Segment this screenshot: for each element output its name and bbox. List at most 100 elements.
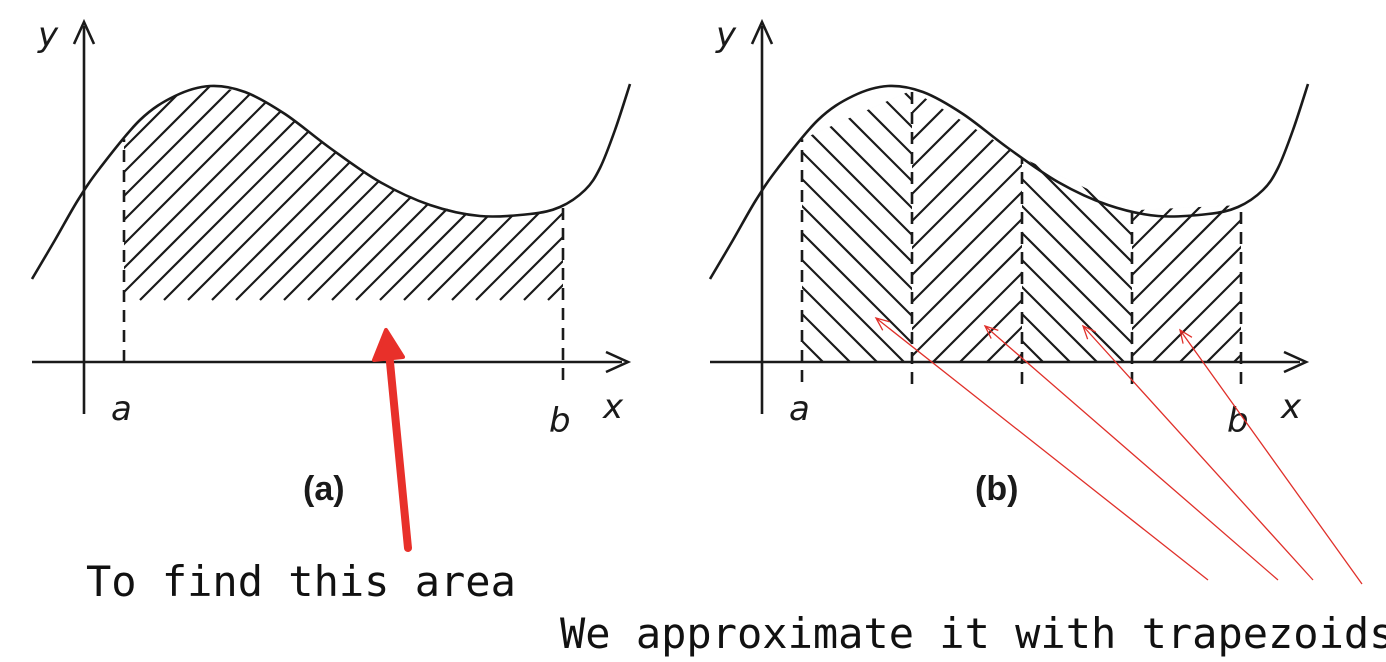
hatch-line xyxy=(668,0,968,300)
hatch-line xyxy=(0,62,229,362)
hatch-line xyxy=(802,90,851,362)
hatch-line xyxy=(1176,62,1386,362)
trapezoid-top xyxy=(911,90,1023,158)
hatch-line xyxy=(802,90,824,362)
panel-a-x-label: x xyxy=(602,387,624,427)
hatch-line xyxy=(366,62,666,362)
hatch-line xyxy=(10,62,310,362)
trapezoid-3 xyxy=(176,62,1386,362)
hatch-line xyxy=(226,62,526,362)
hatch-line xyxy=(1022,157,1132,362)
hatch-line xyxy=(689,62,989,362)
hatch-line xyxy=(559,62,859,362)
panel-a-y-arrowhead xyxy=(72,18,96,45)
hatch-line xyxy=(1337,62,1386,362)
hatch-line xyxy=(1202,62,1386,362)
hatch-line xyxy=(846,90,912,362)
hatch-line xyxy=(124,86,225,301)
hatch-line xyxy=(802,90,912,362)
hatch-line xyxy=(1132,204,1241,362)
trapezoid-top xyxy=(1131,204,1242,211)
hatch-line xyxy=(912,90,1022,362)
hatch-line xyxy=(819,90,912,362)
area-arrow xyxy=(372,328,412,552)
hatch-line xyxy=(365,62,665,362)
hatch-line xyxy=(447,62,747,362)
hatch-line xyxy=(1233,204,1241,362)
hatch-line xyxy=(1117,62,1386,362)
hatch-line xyxy=(1022,157,1132,362)
hatch-line xyxy=(1022,157,1132,362)
hatch-line xyxy=(163,86,465,301)
hatch-line xyxy=(124,86,393,301)
hatch-line xyxy=(1149,62,1386,362)
hatch-line xyxy=(640,62,940,362)
hatch-line xyxy=(912,90,991,362)
hatch-line xyxy=(1365,62,1386,362)
trapezoid-1 xyxy=(0,62,1386,362)
hatch-line xyxy=(620,0,920,300)
hatch-line xyxy=(1132,204,1211,362)
hatch-line xyxy=(312,62,612,362)
hatch-line xyxy=(802,90,912,362)
hatch-line xyxy=(1257,62,1386,362)
hatch-line xyxy=(912,90,1022,362)
hatch-line xyxy=(802,90,905,362)
hatch-line xyxy=(91,62,391,362)
hatch-line xyxy=(187,86,489,301)
hatch-line xyxy=(959,90,1022,362)
hatch-line xyxy=(0,62,202,362)
hatch-line xyxy=(532,62,832,362)
hatch-line xyxy=(176,62,476,362)
panel-b-a-label: a xyxy=(789,389,810,429)
hatch-line xyxy=(1261,62,1386,362)
hatch-line xyxy=(802,90,912,362)
hatch-line xyxy=(427,86,563,301)
hatch-line xyxy=(802,90,912,362)
hatch-line xyxy=(1041,62,1341,362)
panel-b-x-arrowhead xyxy=(1283,350,1310,374)
hatch-line xyxy=(475,86,563,301)
hatch-line xyxy=(1132,204,1241,362)
hatch-line xyxy=(1306,62,1386,362)
hatch-line xyxy=(1022,157,1132,362)
hatch-line xyxy=(528,62,828,362)
hatch-line xyxy=(912,90,1022,362)
hatch-line xyxy=(1132,204,1241,362)
hatch-line xyxy=(253,62,553,362)
panel-a-a-label: a xyxy=(111,389,132,429)
trapezoid-arrowhead xyxy=(874,316,890,331)
hatch-line xyxy=(283,86,563,301)
trapezoid-arrow-line xyxy=(875,317,1209,581)
panel-a-curve xyxy=(30,83,632,280)
trapezoid-arrowhead xyxy=(1179,328,1193,344)
hatch-line xyxy=(124,86,345,301)
hatch-line xyxy=(1369,62,1386,362)
hatch-line xyxy=(1310,62,1386,362)
hatch-line xyxy=(1360,62,1386,362)
hatch-line xyxy=(139,86,441,301)
hatch-line xyxy=(339,62,639,362)
panel-a: y x a b (a) xyxy=(30,0,968,508)
hatch-line xyxy=(172,62,472,362)
hatch-line xyxy=(1022,157,1125,362)
hatch-line xyxy=(451,86,563,301)
hatch-line xyxy=(1132,204,1241,362)
hatch-line xyxy=(1206,204,1241,362)
hatch-line xyxy=(1175,62,1386,362)
hatch-line xyxy=(1311,62,1386,362)
hatch-line xyxy=(0,62,256,362)
hatch-line xyxy=(1364,62,1386,362)
hatch-line xyxy=(338,62,638,362)
hatch-line xyxy=(1022,157,1098,362)
hatch-line xyxy=(912,90,1022,362)
hatch-line xyxy=(644,0,944,300)
hatch-line xyxy=(361,62,661,362)
hatch-line xyxy=(932,90,1022,362)
trapezoid-4 xyxy=(532,62,1386,362)
hatch-line xyxy=(1315,62,1386,362)
hatch-line xyxy=(259,86,561,301)
hatch-line xyxy=(609,62,909,362)
panel-a-x-arrowhead xyxy=(605,350,632,374)
hatch-line xyxy=(124,86,417,301)
